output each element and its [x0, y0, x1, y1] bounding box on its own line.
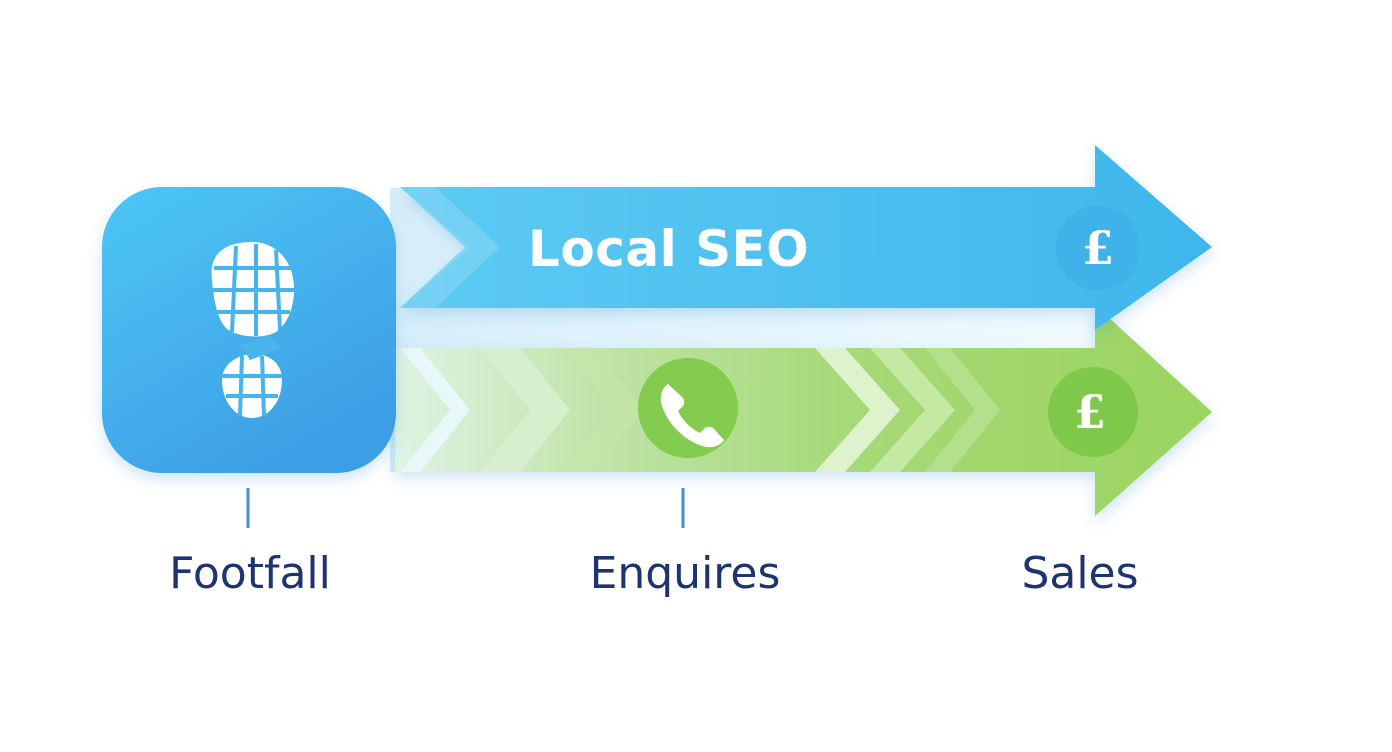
footprint-icon: [211, 242, 296, 418]
pound-circle-green: [1048, 367, 1138, 457]
blue-arrow: [400, 145, 1212, 330]
label-sales: Sales: [1021, 548, 1139, 599]
green-chevrons: [400, 348, 1000, 472]
label-enquires: Enquires: [589, 548, 781, 599]
pound-circle-blue: [1056, 206, 1140, 290]
pound-icon: £: [1081, 221, 1114, 275]
green-arrow: [395, 305, 1212, 516]
pound-icon-green: £: [1073, 385, 1106, 439]
blue-chevron: [400, 187, 500, 308]
arrow-title: Local SEO: [528, 220, 810, 278]
phone-icon: [638, 358, 738, 458]
label-footfall: Footfall: [169, 548, 331, 599]
